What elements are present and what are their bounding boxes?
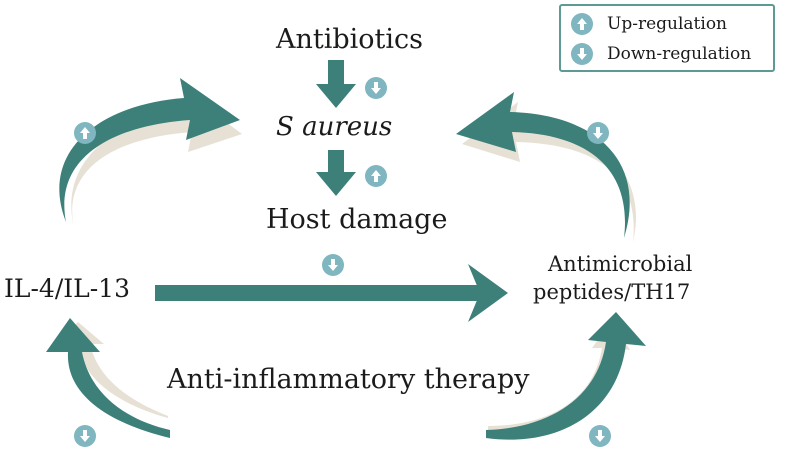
node-s-aureus: S aureus xyxy=(276,112,393,142)
curved-arrow-therapy-to-il4 xyxy=(46,318,170,438)
up-regulation-badge-icon xyxy=(74,122,96,144)
down-regulation-badge-icon xyxy=(589,425,611,447)
arrow-antibiotics-to-saureus xyxy=(316,60,356,108)
legend-up-label: Up-regulation xyxy=(607,14,727,34)
node-host-damage: Host damage xyxy=(266,204,448,235)
down-regulation-badge-icon xyxy=(587,122,609,144)
node-amp-line2: peptides/TH17 xyxy=(533,280,691,304)
node-anti-inflammatory-therapy: Anti-inflammatory therapy xyxy=(167,364,530,395)
legend-row-down: Down-regulation xyxy=(571,42,751,66)
down-regulation-badge-icon xyxy=(322,254,344,276)
node-antibiotics: Antibiotics xyxy=(276,24,424,55)
legend-down-label: Down-regulation xyxy=(607,44,752,64)
curved-arrow-il4-to-saureus xyxy=(59,78,242,228)
curved-arrow-therapy-to-amp xyxy=(486,312,646,440)
arrow-saureus-to-hostdamage xyxy=(316,150,356,196)
legend-box: Up-regulation Down-regulation xyxy=(559,4,775,72)
up-regulation-badge-icon xyxy=(365,165,387,187)
arrow-il4-to-amp xyxy=(155,264,508,322)
node-il4-il13: IL-4/IL-13 xyxy=(4,274,130,303)
down-regulation-badge-icon xyxy=(571,43,593,65)
up-regulation-badge-icon xyxy=(571,13,593,35)
node-amp-line1: Antimicrobial xyxy=(548,252,693,276)
legend-row-up: Up-regulation xyxy=(571,12,727,36)
down-regulation-badge-icon xyxy=(365,77,387,99)
curved-arrow-amp-to-saureus xyxy=(456,92,636,242)
down-regulation-badge-icon xyxy=(74,425,96,447)
